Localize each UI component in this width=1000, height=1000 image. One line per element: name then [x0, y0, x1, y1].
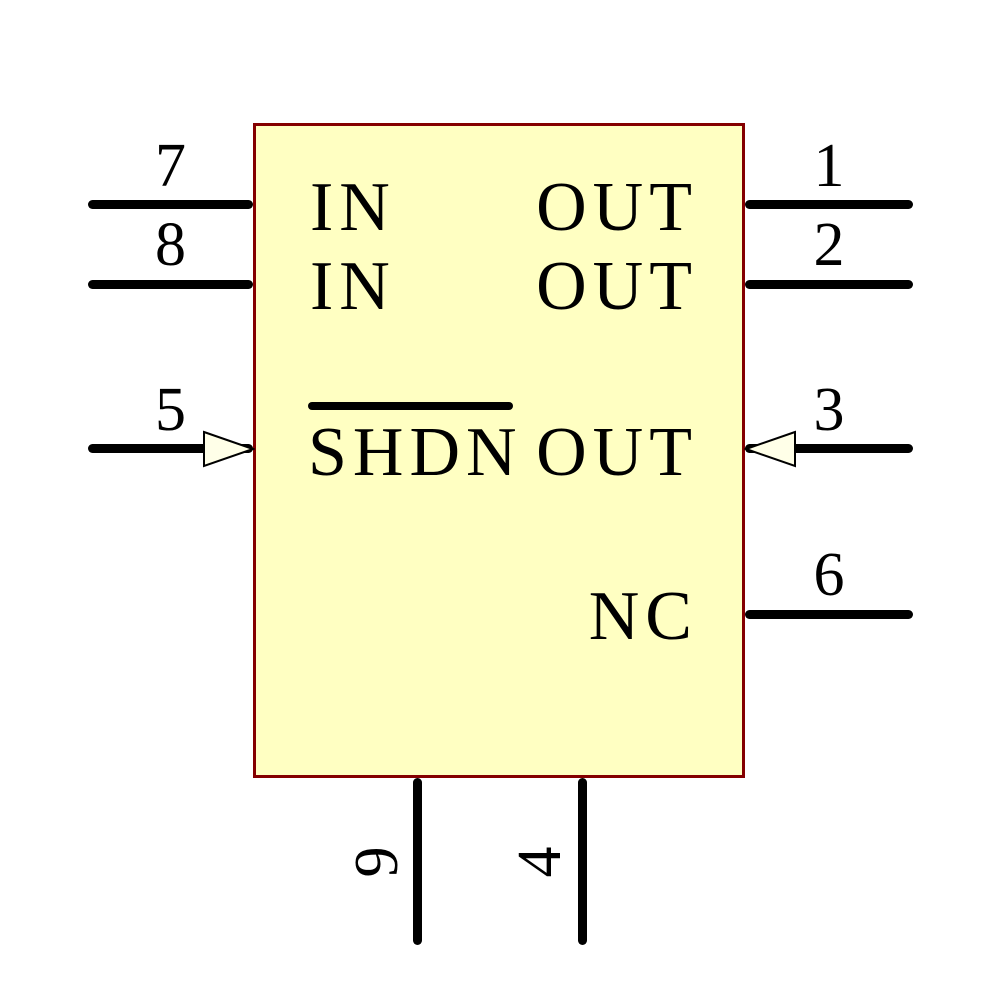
pin-3-number: 3 [813, 376, 845, 444]
pin-5-input-arrow-icon [203, 430, 255, 468]
pin-8-line[interactable] [88, 280, 253, 289]
pin-9-number: 9 [343, 846, 411, 878]
pin-4-line[interactable] [578, 778, 587, 945]
pin-2-number: 2 [813, 211, 845, 279]
pin-5-label: SHDN [308, 414, 523, 491]
pin-5-line[interactable] [88, 444, 253, 453]
pin-5-number: 5 [155, 376, 186, 444]
pin-6-line[interactable] [745, 610, 913, 619]
pin-3-line[interactable] [745, 444, 913, 453]
pin-8-number: 8 [155, 211, 186, 279]
pin-2-line[interactable] [745, 280, 913, 289]
pin-9-line[interactable] [413, 778, 422, 945]
pin-3-label: OUT [536, 414, 698, 491]
component-body[interactable] [253, 123, 745, 778]
pin-1-number: 1 [813, 132, 845, 200]
pin-3-input-arrow-icon [744, 430, 796, 468]
pin-8-label: IN [310, 248, 396, 325]
pin-6-number: 6 [813, 541, 845, 609]
pin-7-number: 7 [155, 132, 186, 200]
pin-6-label: NC [588, 578, 698, 655]
pin-1-label: OUT [536, 169, 698, 246]
pin-4-number: 4 [506, 846, 574, 878]
pin-1-line[interactable] [745, 200, 913, 209]
pin-2-label: OUT [536, 248, 698, 325]
pin-7-line[interactable] [88, 200, 253, 209]
shdn-active-low-overline [308, 402, 513, 410]
pin-7-label: IN [310, 169, 396, 246]
